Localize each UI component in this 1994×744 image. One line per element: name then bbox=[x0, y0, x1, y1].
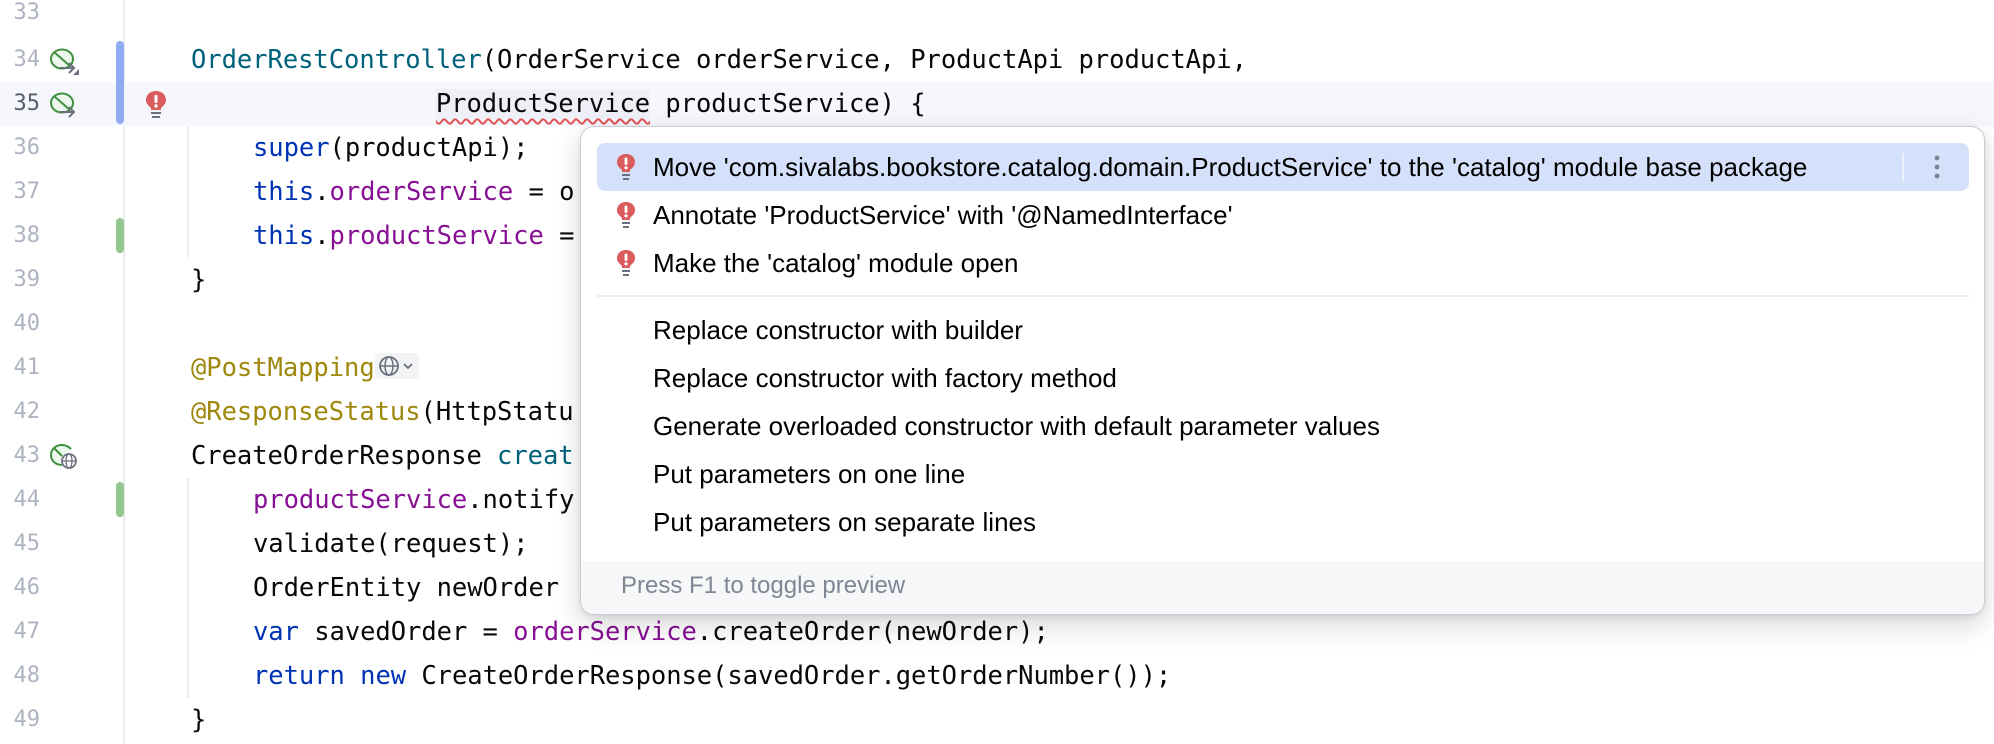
intention-params-one-line[interactable]: Put parameters on one line bbox=[597, 450, 1969, 498]
code-line-45[interactable]: 45 validate(request); bbox=[0, 522, 1994, 566]
code-text: OrderRestController(OrderService orderSe… bbox=[191, 45, 1247, 75]
line-number: 47 bbox=[13, 619, 41, 644]
line-number: 38 bbox=[13, 223, 41, 248]
code-text: OrderEntity newOrder bbox=[253, 573, 560, 603]
code-text: var savedOrder = orderService.createOrde… bbox=[253, 617, 1049, 647]
intention-params-separate-lines[interactable]: Put parameters on separate lines bbox=[597, 498, 1969, 546]
code-line-36[interactable]: 36 super(productApi); bbox=[0, 126, 1994, 170]
item-divider bbox=[1902, 153, 1904, 181]
globe-icon bbox=[378, 356, 413, 376]
line-number: 37 bbox=[13, 179, 41, 204]
code-text: this.orderService = o bbox=[253, 177, 575, 207]
intention-make-module-open[interactable]: Make the 'catalog' module open bbox=[597, 239, 1969, 287]
intention-annotate-named-interface[interactable]: Annotate 'ProductService' with '@NamedIn… bbox=[597, 191, 1969, 239]
code-line-46[interactable]: 46 OrderEntity newOrder bbox=[0, 566, 1994, 610]
line-number: 48 bbox=[13, 663, 41, 688]
error-bulb-icon bbox=[617, 250, 635, 276]
code-line-33[interactable]: 33 bbox=[0, 0, 1994, 35]
code-line-38[interactable]: 38 this.productService = bbox=[0, 214, 1994, 258]
toggle-preview-hint: Press F1 to toggle preview bbox=[621, 572, 906, 599]
code-line-37[interactable]: 37 this.orderService = o bbox=[0, 170, 1994, 214]
gutter-separator bbox=[123, 0, 125, 744]
line-number: 35 bbox=[13, 91, 41, 116]
line-number: 34 bbox=[13, 47, 41, 72]
code-line-35[interactable]: 35 ProductService productService) { bbox=[0, 82, 1994, 126]
line-number: 49 bbox=[13, 707, 41, 732]
code-text: } bbox=[191, 265, 207, 295]
line-number: 41 bbox=[13, 355, 41, 380]
line-number: 33 bbox=[13, 0, 41, 25]
line-number: 39 bbox=[13, 267, 41, 292]
more-options-icon[interactable] bbox=[1925, 151, 1949, 183]
intention-actions-popup: Move 'com.sivalabs.bookstore.catalog.dom… bbox=[580, 126, 1985, 615]
line-number: 44 bbox=[13, 487, 41, 512]
vcs-added-marker[interactable] bbox=[116, 482, 124, 517]
popup-separator bbox=[597, 295, 1969, 297]
intention-move-to-base-package[interactable]: Move 'com.sivalabs.bookstore.catalog.dom… bbox=[597, 143, 1969, 191]
vcs-added-marker[interactable] bbox=[116, 218, 124, 253]
code-text: validate(request); bbox=[253, 529, 529, 559]
intention-label: Make the 'catalog' module open bbox=[653, 248, 1019, 278]
code-line-39[interactable]: 39 } bbox=[0, 258, 1994, 302]
line-number: 46 bbox=[13, 575, 41, 600]
intention-replace-with-factory[interactable]: Replace constructor with factory method bbox=[597, 354, 1969, 402]
line-number: 45 bbox=[13, 531, 41, 556]
code-text: } bbox=[191, 705, 207, 735]
error-bulb-icon bbox=[617, 202, 635, 228]
code-line-34[interactable]: 34 OrderRestController(OrderService orde… bbox=[0, 38, 1994, 82]
line-number: 36 bbox=[13, 135, 41, 160]
code-line-47[interactable]: 47 var savedOrder = orderService.createO… bbox=[0, 610, 1994, 654]
vcs-modified-marker[interactable] bbox=[116, 41, 124, 124]
unresolved-type-error[interactable]: ProductService bbox=[435, 89, 651, 119]
code-line-41[interactable]: 41 @PostMapping bbox=[0, 346, 1994, 390]
line-number: 42 bbox=[13, 399, 41, 424]
error-bulb-icon[interactable] bbox=[143, 90, 169, 120]
intention-replace-with-builder[interactable]: Replace constructor with builder bbox=[597, 306, 1969, 354]
error-bulb-icon bbox=[617, 154, 635, 180]
code-text: @ResponseStatus(HttpStatu bbox=[191, 397, 574, 427]
spring-bean-navigate-icon[interactable] bbox=[49, 47, 79, 75]
code-line-40[interactable]: 40 bbox=[0, 302, 1994, 346]
code-line-43[interactable]: 43 CreateOrderResponse creat bbox=[0, 434, 1994, 478]
code-text: this.productService = bbox=[253, 221, 575, 251]
endpoint-inlay-hint[interactable] bbox=[374, 353, 419, 379]
indent-guide bbox=[187, 478, 189, 698]
intention-label: Put parameters on one line bbox=[653, 459, 966, 489]
intention-label: Annotate 'ProductService' with '@NamedIn… bbox=[653, 200, 1233, 230]
code-text: return new CreateOrderResponse(savedOrde… bbox=[253, 661, 1172, 691]
intention-generate-overloaded-constructor[interactable]: Generate overloaded constructor with def… bbox=[597, 402, 1969, 450]
line-number: 40 bbox=[13, 311, 41, 336]
code-line-42[interactable]: 42 @ResponseStatus(HttpStatu bbox=[0, 390, 1994, 434]
spring-bean-navigate-icon[interactable] bbox=[49, 91, 79, 119]
code-text: @PostMapping bbox=[191, 346, 419, 390]
intention-label: Move 'com.sivalabs.bookstore.catalog.dom… bbox=[653, 152, 1808, 182]
code-text: productService.notify bbox=[253, 485, 575, 515]
spring-web-endpoint-icon[interactable] bbox=[49, 443, 79, 471]
intention-label: Put parameters on separate lines bbox=[653, 507, 1036, 537]
line-number: 43 bbox=[13, 443, 41, 468]
popup-footer: Press F1 to toggle preview bbox=[581, 561, 1984, 614]
intention-label: Replace constructor with factory method bbox=[653, 363, 1117, 393]
code-text: CreateOrderResponse creat bbox=[191, 441, 574, 471]
code-line-44[interactable]: 44 productService.notify bbox=[0, 478, 1994, 522]
code-text: ProductService productService) { bbox=[435, 89, 926, 119]
code-line-48[interactable]: 48 return new CreateOrderResponse(savedO… bbox=[0, 654, 1994, 698]
intention-label: Generate overloaded constructor with def… bbox=[653, 411, 1380, 441]
code-text: super(productApi); bbox=[253, 133, 529, 163]
code-line-49[interactable]: 49 } bbox=[0, 698, 1994, 742]
intention-label: Replace constructor with builder bbox=[653, 315, 1023, 345]
indent-guide bbox=[187, 82, 189, 257]
